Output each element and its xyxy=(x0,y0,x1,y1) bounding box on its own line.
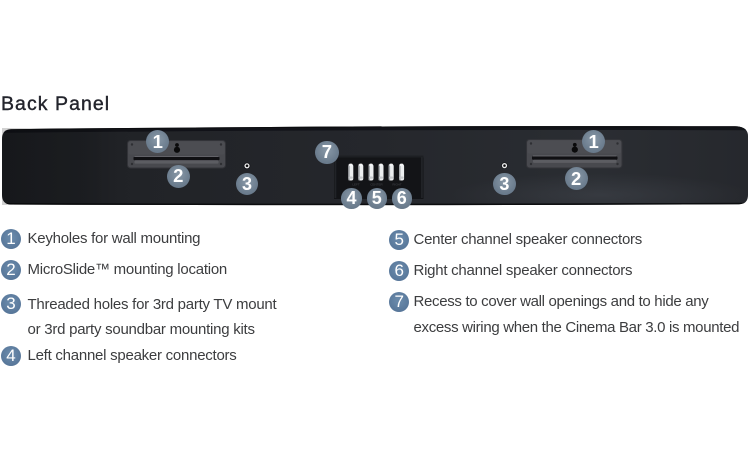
svg-text:LEFT: LEFT xyxy=(352,183,360,187)
svg-text:CENTER: CENTER xyxy=(370,183,383,187)
svg-text:RIGHT: RIGHT xyxy=(392,183,402,187)
